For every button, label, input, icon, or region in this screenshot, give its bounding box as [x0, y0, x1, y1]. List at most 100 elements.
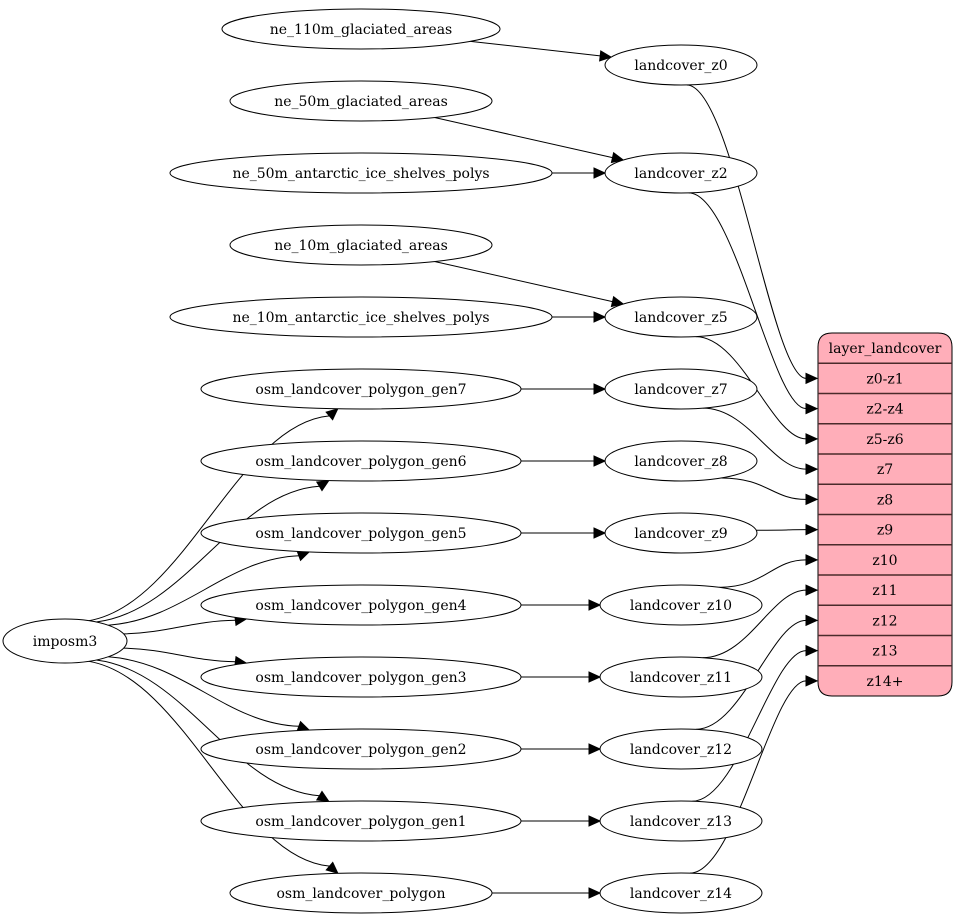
node-shape-landcover_z5 [604, 296, 758, 338]
table-row-z7[interactable]: z7 [877, 462, 893, 478]
node-label-landcover_z14: landcover_z14 [630, 886, 732, 902]
node-shape-ne_10m_antarctic_ice_shelves_polys [169, 296, 553, 338]
edge-landcover_z13-to-table-z13 [692, 650, 807, 802]
node-shape-osm_landcover_polygon [229, 872, 493, 914]
node-label-osm_landcover_polygon_gen1: osm_landcover_polygon_gen1 [255, 814, 466, 830]
edge-imposm3-to-osm_landcover_polygon_gen6 [96, 485, 320, 623]
edge-imposm3-to-osm_landcover_polygon_gen1 [96, 659, 320, 797]
node-landcover_z8[interactable]: landcover_z8 [604, 440, 758, 482]
node-osm_landcover_polygon_gen3[interactable]: osm_landcover_polygon_gen3 [200, 656, 522, 698]
edge-arrowhead [593, 167, 607, 179]
node-landcover_z10[interactable]: landcover_z10 [599, 584, 763, 626]
table-row-z2-z4[interactable]: z2-z4 [866, 402, 903, 418]
node-label-ne_50m_antarctic_ice_shelves_polys: ne_50m_antarctic_ice_shelves_polys [232, 166, 489, 182]
node-shape-osm_landcover_polygon_gen4 [200, 584, 522, 626]
node-label-landcover_z10: landcover_z10 [630, 598, 732, 614]
node-ne_10m_glaciated_areas[interactable]: ne_10m_glaciated_areas [229, 224, 493, 266]
node-label-osm_landcover_polygon: osm_landcover_polygon [276, 886, 445, 902]
node-label-osm_landcover_polygon_gen5: osm_landcover_polygon_gen5 [255, 526, 466, 542]
node-landcover_z5[interactable]: landcover_z5 [604, 296, 758, 338]
node-shape-osm_landcover_polygon_gen3 [200, 656, 522, 698]
node-imposm3[interactable]: imposm3 [2, 618, 128, 664]
node-shape-osm_landcover_polygon_gen1 [200, 800, 522, 842]
node-ne_110m_glaciated_areas[interactable]: ne_110m_glaciated_areas [221, 8, 501, 50]
node-shape-ne_10m_glaciated_areas [229, 224, 493, 266]
node-shape-osm_landcover_polygon_gen6 [200, 440, 522, 482]
node-osm_landcover_polygon_gen7[interactable]: osm_landcover_polygon_gen7 [200, 368, 522, 410]
node-shape-landcover_z2 [604, 152, 758, 194]
table-row-z14+[interactable]: z14+ [867, 674, 904, 690]
node-osm_landcover_polygon_gen2[interactable]: osm_landcover_polygon_gen2 [200, 728, 522, 770]
node-osm_landcover_polygon[interactable]: osm_landcover_polygon [229, 872, 493, 914]
edge-landcover_z2-to-table-z2-z4 [688, 192, 807, 410]
node-shape-landcover_z8 [604, 440, 758, 482]
edge-imposm3-to-osm_landcover_polygon [88, 660, 330, 867]
edge-landcover_z14-to-table-z14+ [690, 680, 807, 874]
node-ne_10m_antarctic_ice_shelves_polys[interactable]: ne_10m_antarctic_ice_shelves_polys [169, 296, 553, 338]
node-osm_landcover_polygon_gen6[interactable]: osm_landcover_polygon_gen6 [200, 440, 522, 482]
node-osm_landcover_polygon_gen4[interactable]: osm_landcover_polygon_gen4 [200, 584, 522, 626]
node-shape-landcover_z14 [599, 872, 763, 914]
edge-landcover_z10-to-table-z10 [719, 559, 807, 588]
edge-imposm3-to-osm_landcover_polygon_gen3 [123, 647, 236, 663]
table-row-z5-z6[interactable]: z5-z6 [866, 432, 903, 448]
edge-arrowhead [805, 644, 819, 657]
node-osm_landcover_polygon_gen1[interactable]: osm_landcover_polygon_gen1 [200, 800, 522, 842]
edge-landcover_z0-to-table-z0-z1 [686, 84, 807, 379]
edge-landcover_z9-to-table-z9 [756, 529, 807, 531]
node-label-osm_landcover_polygon_gen2: osm_landcover_polygon_gen2 [255, 742, 466, 758]
node-shape-imposm3 [2, 618, 128, 664]
edge-arrowhead [805, 402, 819, 415]
node-landcover_z2[interactable]: landcover_z2 [604, 152, 758, 194]
node-shape-ne_50m_antarctic_ice_shelves_polys [169, 152, 553, 194]
node-label-osm_landcover_polygon_gen7: osm_landcover_polygon_gen7 [255, 382, 466, 398]
edge-arrowhead [325, 408, 339, 421]
node-landcover_z0[interactable]: landcover_z0 [604, 44, 758, 86]
table-row-z9[interactable]: z9 [877, 523, 893, 539]
edge-arrowhead [588, 887, 602, 899]
node-landcover_z13[interactable]: landcover_z13 [599, 800, 763, 842]
edge-landcover_z8-to-table-z8 [721, 477, 807, 500]
node-landcover_z7[interactable]: landcover_z7 [604, 368, 758, 410]
edge-imposm3-to-osm_landcover_polygon_gen2 [108, 656, 299, 727]
node-landcover_z14[interactable]: landcover_z14 [599, 872, 763, 914]
edge-arrowhead [315, 790, 330, 803]
node-ne_50m_antarctic_ice_shelves_polys[interactable]: ne_50m_antarctic_ice_shelves_polys [169, 152, 553, 194]
edge-arrowhead [315, 479, 330, 492]
table-row-z13[interactable]: z13 [872, 644, 897, 660]
node-label-ne_10m_glaciated_areas: ne_10m_glaciated_areas [274, 238, 448, 254]
edge-arrowhead [805, 523, 819, 536]
node-label-landcover_z8: landcover_z8 [634, 454, 727, 470]
node-label-imposm3: imposm3 [33, 634, 98, 650]
node-shape-landcover_z11 [599, 656, 763, 698]
layer-landcover-table-header: layer_landcover [829, 341, 942, 357]
node-landcover_z12[interactable]: landcover_z12 [599, 728, 763, 770]
edge-arrowhead [593, 527, 607, 539]
edge-ne_50m_glaciated_areas-to-landcover_z2 [434, 117, 613, 159]
edge-arrowhead [610, 295, 625, 308]
node-shape-osm_landcover_polygon_gen2 [200, 728, 522, 770]
edge-arrowhead [805, 675, 819, 687]
node-shape-landcover_z13 [599, 800, 763, 842]
node-landcover_z11[interactable]: landcover_z11 [599, 656, 763, 698]
table-row-z10[interactable]: z10 [872, 553, 897, 569]
node-shape-ne_50m_glaciated_areas [229, 80, 493, 122]
node-osm_landcover_polygon_gen5[interactable]: osm_landcover_polygon_gen5 [200, 512, 522, 554]
table-row-z12[interactable]: z12 [872, 613, 897, 629]
edge-landcover_z7-to-table-z7 [702, 407, 807, 470]
edge-arrowhead [588, 671, 602, 683]
edge-arrowhead [588, 815, 602, 827]
node-label-landcover_z7: landcover_z7 [634, 382, 727, 398]
table-row-z11[interactable]: z11 [872, 583, 897, 599]
node-label-landcover_z12: landcover_z12 [630, 742, 732, 758]
table-row-z8[interactable]: z8 [877, 492, 893, 508]
node-shape-osm_landcover_polygon_gen5 [200, 512, 522, 554]
table-row-z0-z1[interactable]: z0-z1 [866, 371, 903, 387]
node-shape-landcover_z0 [604, 44, 758, 86]
node-shape-landcover_z10 [599, 584, 763, 626]
node-ne_50m_glaciated_areas[interactable]: ne_50m_glaciated_areas [229, 80, 493, 122]
node-landcover_z9[interactable]: landcover_z9 [604, 512, 758, 554]
layer-landcover-table: layer_landcover z0-z1 z2-z4 z5-z6 z7 z8 z9 z10 z… [817, 332, 953, 697]
edge-arrowhead [805, 554, 819, 566]
edge-imposm3-to-osm_landcover_polygon_gen7 [88, 415, 330, 622]
